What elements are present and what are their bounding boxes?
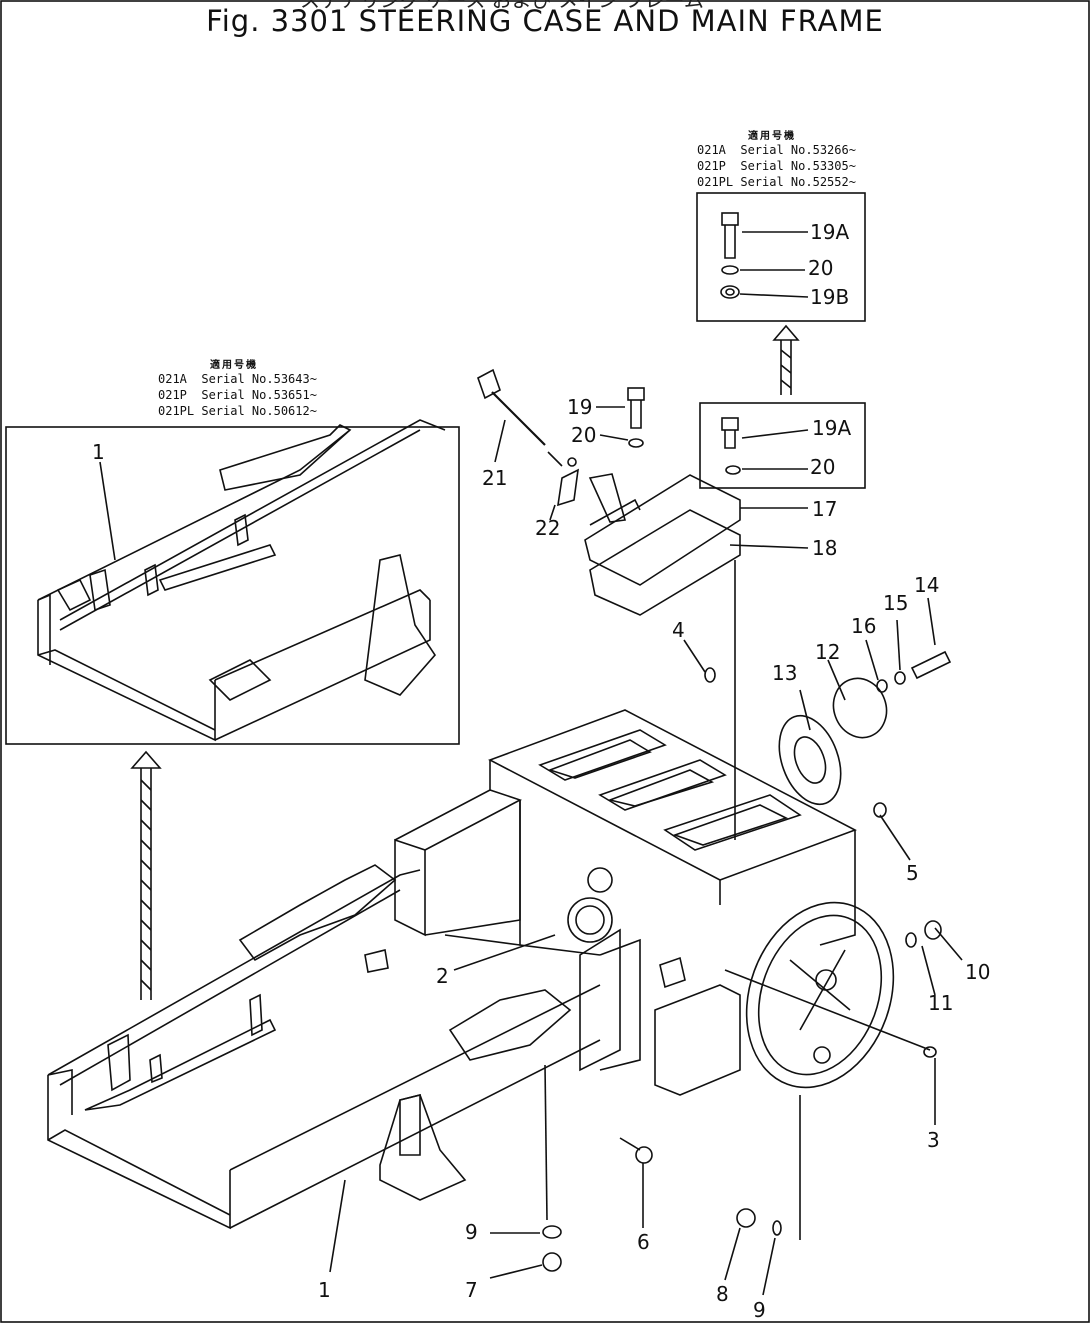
inset-box-right <box>696 192 866 322</box>
part-label-19b: 19B <box>810 285 850 309</box>
part-label-5: 5 <box>906 861 919 885</box>
part-label-6: 6 <box>637 1230 650 1254</box>
part-label-20a: 20 <box>571 423 597 447</box>
breather-parts <box>477 368 627 523</box>
serial-row-right-2: 021P Serial No.53305~ <box>697 159 856 173</box>
part-label-21: 21 <box>482 466 508 490</box>
part-label-22: 22 <box>535 516 561 540</box>
part-label-16: 16 <box>851 614 877 638</box>
serial-row-right-3: 021PL Serial No.52552~ <box>697 175 856 189</box>
part-label-17: 17 <box>812 497 838 521</box>
part-label-18: 18 <box>812 536 838 560</box>
part-label-11: 11 <box>928 991 954 1015</box>
part-label-15: 15 <box>883 591 909 615</box>
bolt-19 <box>627 387 645 448</box>
arrow-left <box>130 750 162 1000</box>
part-label-19: 19 <box>567 395 593 419</box>
main-frame <box>47 789 621 1230</box>
part-label-20b: 20 <box>808 256 834 280</box>
part-label-19a-top: 19A <box>810 220 850 244</box>
title-kana: ステアリング ケース および メイン フレーム <box>300 0 704 12</box>
page-title: Fig. 3301 STEERING CASE AND MAIN FRAME <box>206 4 884 38</box>
small-parts <box>542 667 942 1272</box>
leader-lines <box>99 231 963 1296</box>
part-label-13: 13 <box>772 661 798 685</box>
part-label-1: 1 <box>318 1278 331 1302</box>
inset-box-middle <box>699 402 866 489</box>
part-label-8: 8 <box>716 1282 729 1306</box>
part-label-4: 4 <box>672 618 685 642</box>
serial-heading-left: 適用号機 <box>210 360 258 371</box>
part-label-1-inset: 1 <box>92 440 105 464</box>
part-label-12: 12 <box>815 640 841 664</box>
part-label-14: 14 <box>914 573 940 597</box>
serial-row-right-1: 021A Serial No.53266~ <box>697 143 856 157</box>
part-label-7: 7 <box>465 1278 478 1302</box>
inset-box-left <box>5 419 460 745</box>
part-label-2: 2 <box>436 964 449 988</box>
part-label-9a: 9 <box>465 1220 478 1244</box>
part-label-10: 10 <box>965 960 991 984</box>
cover-and-gasket <box>584 474 741 616</box>
part-label-9b: 9 <box>753 1298 766 1322</box>
side-cover-parts <box>778 650 952 806</box>
steering-case <box>488 709 857 1096</box>
part-label-19a-mid: 19A <box>812 416 852 440</box>
part-label-20c: 20 <box>810 455 836 479</box>
part-label-3: 3 <box>927 1128 940 1152</box>
final-drive-housing <box>745 901 895 1089</box>
serial-row-left-2: 021P Serial No.53651~ <box>158 388 317 402</box>
arrow-right <box>772 324 800 395</box>
serial-heading-right: 適用号機 <box>748 131 796 142</box>
serial-row-left-1: 021A Serial No.53643~ <box>158 372 317 386</box>
serial-row-left-3: 021PL Serial No.50612~ <box>158 404 317 418</box>
